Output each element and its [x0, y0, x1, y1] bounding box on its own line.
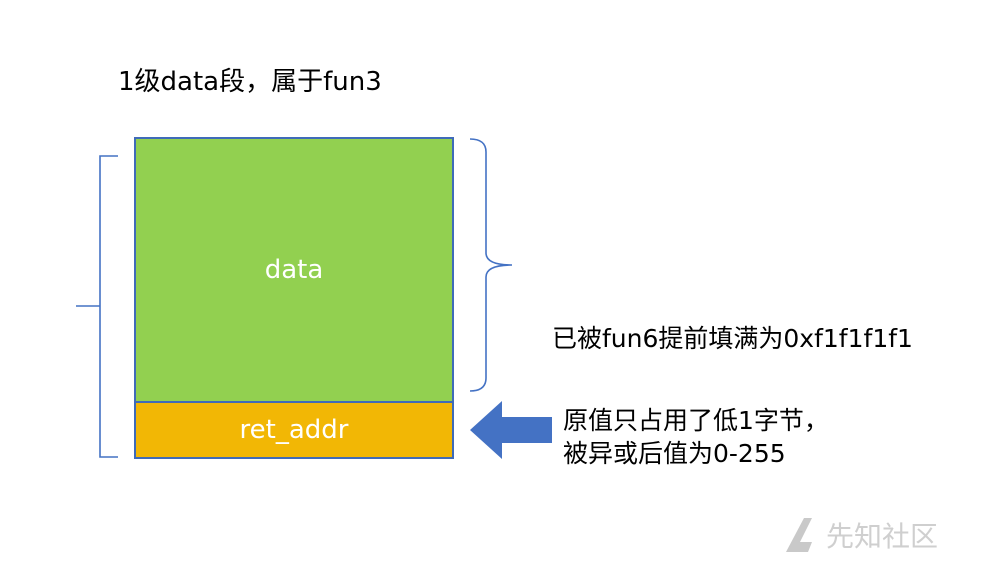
watermark-logo-icon: 先知社区: [786, 518, 938, 553]
arrow-to-ret-addr: [470, 401, 552, 459]
watermark-text: 先知社区: [826, 520, 938, 553]
right-brace: [469, 138, 513, 392]
diagram-title: 1级data段，属于fun3: [118, 67, 382, 97]
ret-addr-block: ret_addr: [134, 401, 454, 459]
watermark: 先知社区: [782, 512, 992, 558]
ret-addr-note: 原值只占用了低1字节， 被异或后值为0-255: [563, 404, 829, 470]
data-block: data: [134, 137, 454, 403]
ret-addr-block-label: ret_addr: [239, 415, 349, 445]
data-block-label: data: [264, 255, 324, 285]
left-bracket: [76, 155, 118, 458]
ret-addr-note-line1: 原值只占用了低1字节，: [563, 406, 829, 435]
filled-note: 已被fun6提前填满为0xf1f1f1f1: [552, 324, 913, 353]
ret-addr-note-line2: 被异或后值为0-255: [563, 439, 786, 468]
